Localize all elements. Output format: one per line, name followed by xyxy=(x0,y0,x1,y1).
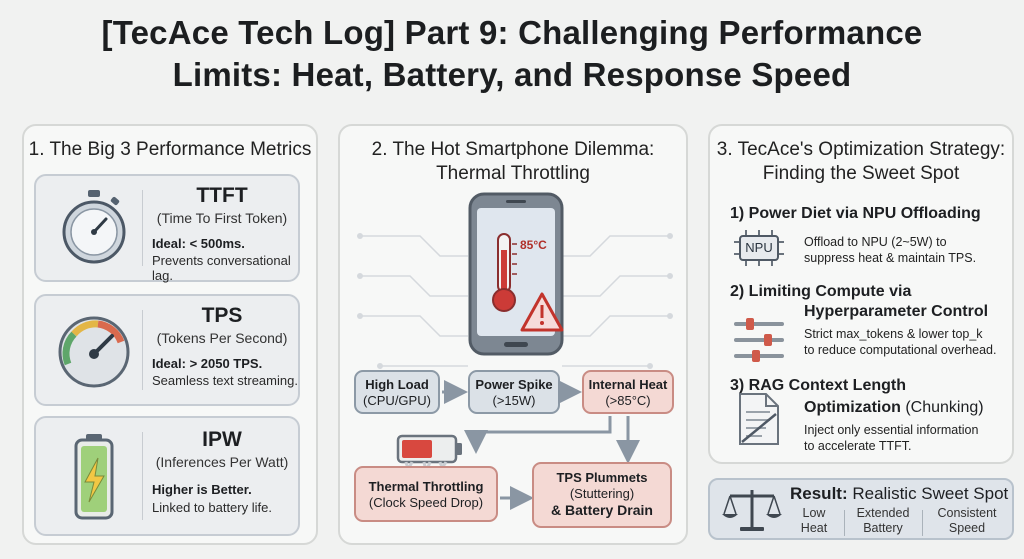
document-icon xyxy=(739,393,779,445)
strategy-2-heading-2: Hyperparameter Control xyxy=(804,303,989,320)
thermometer-reading: 85°C xyxy=(520,238,547,252)
npu-chip-label: NPU xyxy=(745,240,773,255)
battery-icon xyxy=(54,432,134,520)
result-item-heat: Low Heat xyxy=(790,506,838,536)
thermal-panel: 2. The Hot Smartphone Dilemma: Thermal T… xyxy=(338,124,688,545)
strategy-panel: 3. TecAce's Optimization Strategy: Findi… xyxy=(708,124,1014,464)
strategy-2-text-1: Strict max_tokens & lower top_k xyxy=(804,327,983,341)
metric-ideal: Ideal: < 500ms. xyxy=(152,236,245,251)
result-item-line-2: Heat xyxy=(800,521,828,535)
flow-power-spike-sub: (>15W) xyxy=(492,393,536,408)
flow-power-spike-title: Power Spike xyxy=(475,377,553,392)
result-item-line-2: Speed xyxy=(948,521,986,535)
strategy-1-text-1: Offload to NPU (2~5W) to xyxy=(804,235,947,249)
strategy-3-text-2: to accelerate TTFT. xyxy=(804,439,912,453)
balance-scale-icon xyxy=(722,490,782,531)
page-title: [TecAce Tech Log] Part 9: Challenging Pe… xyxy=(0,12,1024,96)
metric-card-tps: TPS (Tokens Per Second) Ideal: > 2050 TP… xyxy=(34,294,300,406)
flow-high-load: High Load (CPU/GPU) xyxy=(354,370,440,414)
flow-internal-heat-title: Internal Heat xyxy=(588,377,668,392)
result-item-speed: Consistent Speed xyxy=(928,506,1006,536)
title-line-1: [TecAce Tech Log] Part 9: Challenging Pe… xyxy=(101,14,923,51)
strategy-3-heading-2-main: Optimization xyxy=(804,399,901,416)
flow-arrows xyxy=(442,380,640,510)
circuit-traces xyxy=(357,233,673,369)
flow-thermal-throttling-title: Thermal Throttling xyxy=(368,479,484,494)
metric-name: TPS xyxy=(201,304,243,327)
flow-tps-plummets: TPS Plummets (Stuttering) & Battery Drai… xyxy=(532,462,672,528)
flow-tps-plummets-sub: (Stuttering) xyxy=(569,486,635,501)
metric-description: Linked to battery life. xyxy=(152,500,272,515)
npu-chip-icon: NPU xyxy=(732,228,786,268)
metrics-panel-title: 1. The Big 3 Performance Metrics xyxy=(28,139,312,160)
metric-fullname: (Time To First Token) xyxy=(156,210,288,226)
card-divider xyxy=(142,432,143,520)
gauge-icon xyxy=(54,310,134,390)
thermal-title-line-1: 2. The Hot Smartphone Dilemma: xyxy=(371,139,655,160)
result-separator xyxy=(844,510,845,536)
metrics-panel: 1. The Big 3 Performance Metrics TTFT (T… xyxy=(22,124,318,545)
metric-ideal: Ideal: > 2050 TPS. xyxy=(152,356,263,371)
title-line-2: Limits: Heat, Battery, and Response Spee… xyxy=(172,56,852,93)
metric-ideal: Higher is Better. xyxy=(152,482,252,497)
strategy-2-heading-1: 2) Limiting Compute via xyxy=(730,283,912,300)
flow-tps-plummets-title2: & Battery Drain xyxy=(551,502,653,518)
sliders-icon xyxy=(734,318,784,362)
strategy-3-heading-2-suffix: (Chunking) xyxy=(900,399,984,416)
strategy-panel-title: 3. TecAce's Optimization Strategy: Findi… xyxy=(710,138,1012,186)
metric-fullname: (Tokens Per Second) xyxy=(156,330,288,346)
flow-tps-plummets-title: TPS Plummets xyxy=(556,470,648,485)
flow-thermal-throttling: Thermal Throttling (Clock Speed Drop) xyxy=(354,466,498,522)
metric-card-ipw: IPW (Inferences Per Watt) Higher is Bett… xyxy=(34,416,300,536)
card-divider xyxy=(142,190,143,266)
result-item-line-1: Consistent xyxy=(937,506,997,520)
result-item-line-2: Battery xyxy=(863,521,903,535)
flow-internal-heat-sub: (>85°C) xyxy=(605,393,651,408)
strategy-3-heading-1: 3) RAG Context Length xyxy=(730,377,906,394)
result-title-text: Realistic Sweet Spot xyxy=(847,484,1009,503)
metric-description: Prevents conversational lag. xyxy=(152,253,291,283)
result-item-battery: Extended Battery xyxy=(850,506,916,536)
strategy-3-text-1: Inject only essential information xyxy=(804,423,979,437)
metric-card-ttft: TTFT (Time To First Token) Ideal: < 500m… xyxy=(34,174,300,283)
card-divider xyxy=(142,310,143,390)
smartphone-icon xyxy=(468,192,564,356)
result-item-line-1: Low xyxy=(802,506,826,520)
strategy-2-text-2: to reduce computational overhead. xyxy=(804,343,997,357)
flow-internal-heat: Internal Heat (>85°C) xyxy=(582,370,674,414)
flow-high-load-sub: (CPU/GPU) xyxy=(363,393,431,408)
thermal-panel-title: 2. The Hot Smartphone Dilemma: Thermal T… xyxy=(340,138,686,186)
result-banner: Result: Realistic Sweet Spot Low Heat Ex… xyxy=(708,478,1014,540)
result-label: Result: xyxy=(790,484,848,503)
strategy-1-heading: 1) Power Diet via NPU Offloading xyxy=(730,205,981,222)
stopwatch-icon xyxy=(54,186,134,266)
metric-name: TTFT xyxy=(196,184,248,207)
strategy-title-line-1: 3. TecAce's Optimization Strategy: xyxy=(716,139,1006,160)
strategy-title-line-2: Finding the Sweet Spot xyxy=(762,163,960,184)
result-separator xyxy=(922,510,923,536)
metric-description: Seamless text streaming. xyxy=(152,373,298,388)
flow-high-load-title: High Load xyxy=(365,377,429,392)
result-item-line-1: Extended xyxy=(856,506,910,520)
flow-thermal-throttling-sub: (Clock Speed Drop) xyxy=(368,495,484,510)
metric-name: IPW xyxy=(202,428,242,451)
metric-fullname: (Inferences Per Watt) xyxy=(155,454,289,470)
thermal-title-line-2: Thermal Throttling xyxy=(436,163,590,184)
result-title: Result: Realistic Sweet Spot xyxy=(790,484,1008,504)
flow-power-spike: Power Spike (>15W) xyxy=(468,370,560,414)
strategy-1-text-2: suppress heat & maintain TPS. xyxy=(804,251,977,265)
strategy-3-heading-2: Optimization (Chunking) xyxy=(804,398,984,417)
